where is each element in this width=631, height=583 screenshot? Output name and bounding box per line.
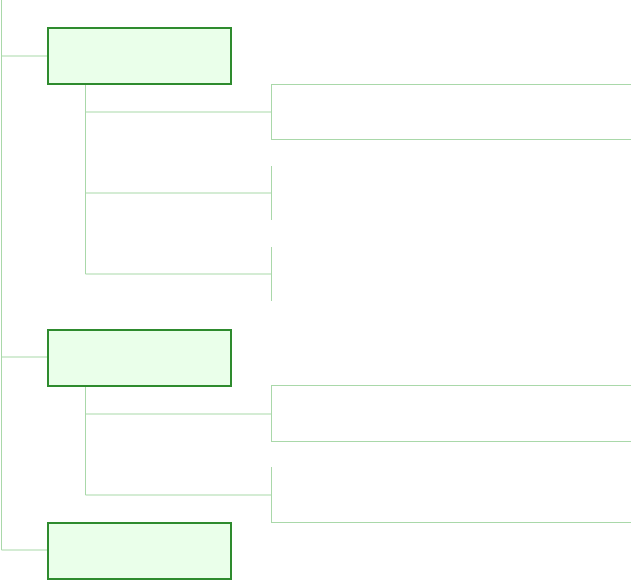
child-node-1-3[interactable] [271,247,631,301]
child-node-1-2[interactable] [271,166,631,220]
root-node-1[interactable] [47,27,232,85]
root-node-3[interactable] [47,522,232,580]
child-node-2-1[interactable] [271,385,631,442]
child-node-2-2[interactable] [271,467,631,523]
child-node-1-1[interactable] [271,84,631,140]
root-node-2[interactable] [47,329,232,387]
